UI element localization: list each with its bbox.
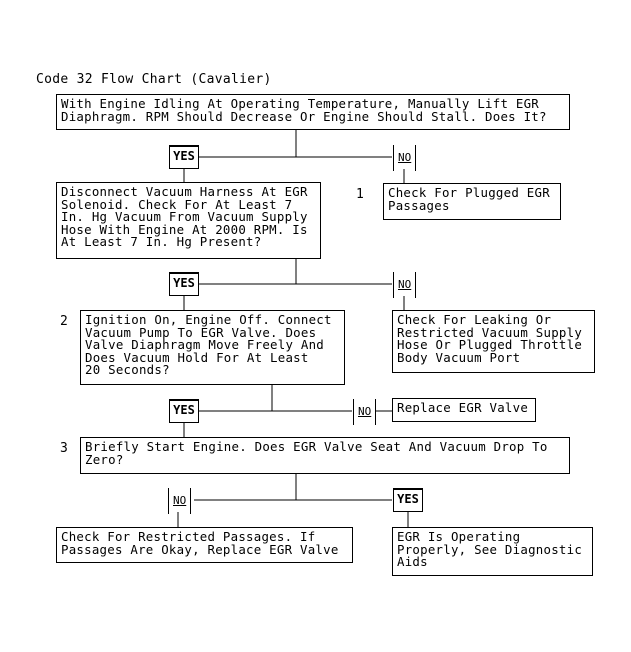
- step-2-no-label: NO: [352, 399, 377, 425]
- step-2-yes-label: YES: [169, 399, 199, 423]
- step-2-box: Ignition On, Engine Off. Connect Vacuum …: [80, 310, 345, 385]
- step-1-yes-label: YES: [169, 272, 199, 296]
- step-1-no-box: Check For Plugged EGR Passages: [383, 183, 561, 220]
- step-2-no-box: Check For Leaking Or Restricted Vacuum S…: [392, 310, 595, 373]
- step-3-no-box: Check For Restricted Passages. If Passag…: [56, 527, 353, 563]
- step-1-number: 1: [356, 187, 364, 202]
- step-2-number: 2: [60, 314, 68, 329]
- step-3-number: 3: [60, 441, 68, 456]
- step-0-yes-label: YES: [169, 145, 199, 169]
- chart-title: Code 32 Flow Chart (Cavalier): [36, 72, 272, 87]
- step-3-no-label: NO: [167, 488, 192, 514]
- step-2-replace-box: Replace EGR Valve: [392, 398, 536, 422]
- step-3-yes-box: EGR Is Operating Properly, See Diagnosti…: [392, 527, 593, 576]
- step-3-yes-label: YES: [393, 488, 423, 512]
- step-1-no-label: NO: [392, 272, 417, 298]
- step-0-box: With Engine Idling At Operating Temperat…: [56, 94, 570, 130]
- step-1-box: Disconnect Vacuum Harness At EGR Solenoi…: [56, 182, 321, 259]
- step-3-box: Briefly Start Engine. Does EGR Valve Sea…: [80, 437, 570, 474]
- step-0-no-label: NO: [392, 145, 417, 171]
